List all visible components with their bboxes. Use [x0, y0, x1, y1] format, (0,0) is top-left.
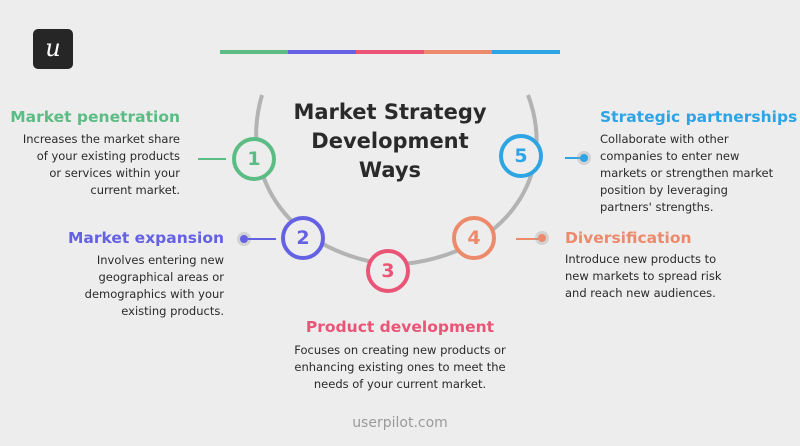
step-3-circle: 3 — [366, 249, 410, 293]
step-2-dot — [240, 235, 248, 243]
color-bar-green — [220, 50, 288, 54]
color-bar-blue — [492, 50, 560, 54]
step-4-title: Diversification — [565, 229, 692, 247]
step-5-dot — [580, 154, 588, 162]
step-2-title: Market expansion — [67, 229, 224, 247]
step-4-connector — [516, 238, 542, 240]
step-2-connector — [248, 238, 276, 240]
step-5-circle: 5 — [499, 134, 543, 178]
color-bar-purple — [288, 50, 356, 54]
step-1-circle: 1 — [232, 137, 276, 181]
step-5-title: Strategic partnerships — [600, 108, 798, 126]
color-bar-orange — [424, 50, 492, 54]
color-bar-red — [356, 50, 424, 54]
step-5-connector — [565, 157, 583, 159]
footer-url: userpilot.com — [352, 415, 448, 431]
step-1-connector — [198, 158, 226, 160]
userpilot-logo: u — [33, 29, 73, 69]
step-1-title: Market penetration — [10, 108, 180, 126]
step-4-circle: 4 — [452, 216, 496, 260]
step-4-dot — [538, 234, 546, 242]
step-2-circle: 2 — [281, 216, 325, 260]
step-3-title: Product development — [305, 318, 495, 336]
